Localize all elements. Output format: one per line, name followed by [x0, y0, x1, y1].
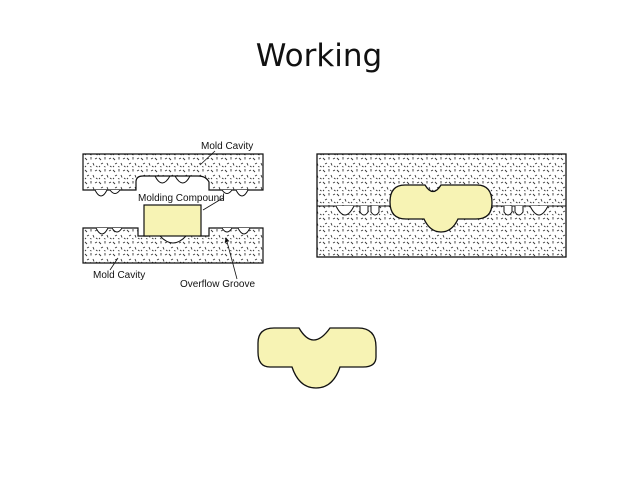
closed-mold-diagram [316, 153, 567, 258]
overflow-groove-top-left [94, 189, 108, 197]
label-overflow-groove: Overflow Groove [180, 279, 255, 290]
label-mold-cavity-top: Mold Cavity [201, 141, 253, 152]
label-molding-compound: Molding Compound [138, 193, 225, 204]
overflow-groove-bottom-left [95, 227, 109, 235]
overflow-groove-bottom-right [237, 227, 251, 235]
finished-molded-part [257, 327, 377, 389]
open-mold-diagram: Mold Cavity Molding Compound Mold Cavity… [82, 141, 264, 290]
label-mold-cavity-bottom: Mold Cavity [93, 270, 145, 281]
overflow-groove-top-right [235, 189, 249, 197]
molded-part-in-mold [389, 184, 493, 233]
slide-title: Working [255, 38, 383, 74]
top-mold-half [82, 153, 264, 191]
molding-compound-charge [143, 204, 202, 237]
